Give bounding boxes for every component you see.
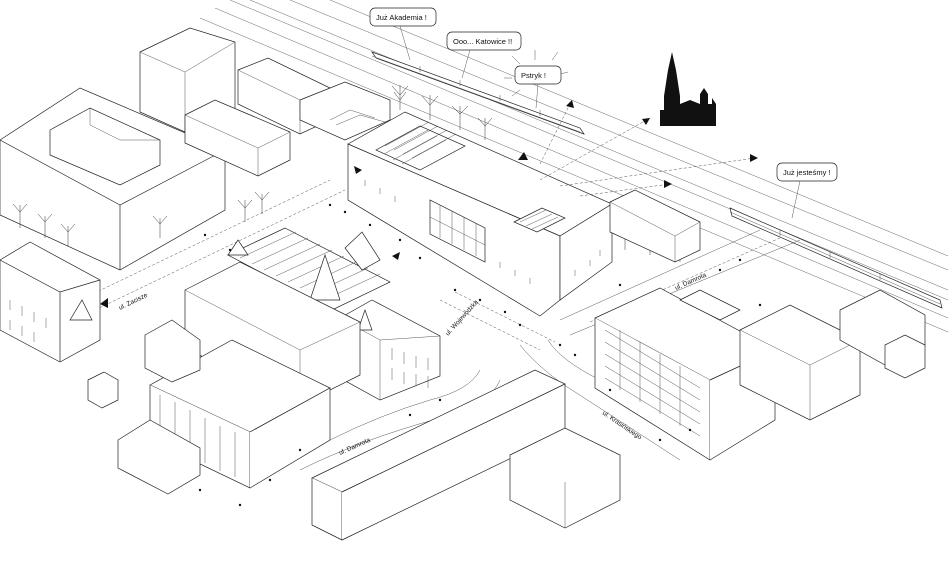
bubble-text-katowice: Ooo... Katowice !!	[453, 37, 512, 46]
building-main-academy	[347, 111, 613, 317]
cathedral-silhouette-icon	[660, 52, 716, 126]
building-courtyard-left	[0, 27, 236, 271]
building-bottom-long	[311, 369, 621, 541]
street-label-zacisze: ul. Zacisze	[118, 292, 149, 312]
bubble-text-akademia: Już Akademia !	[376, 13, 427, 22]
street-label-damrota-right: ul. Damrota	[674, 272, 708, 292]
camera-flash-icon	[504, 50, 569, 97]
buildings-far-right	[609, 189, 926, 421]
trees-left-street	[12, 179, 346, 311]
street-label-wojewodzka: ul. Wojewódzka	[444, 299, 480, 338]
bubble-text-jestesmy: Już jesteśmy !	[783, 168, 831, 177]
building-old-left	[0, 241, 101, 363]
train-upper	[371, 51, 585, 135]
people-figures	[198, 203, 762, 507]
building-church	[227, 227, 441, 401]
speech-bubble-akademia: Już Akademia !	[369, 7, 437, 61]
view-arrows	[100, 100, 758, 308]
speech-bubble-katowice: Ooo... Katowice !!	[446, 31, 522, 79]
speech-bubble-pstryk: Pstryk !	[514, 65, 562, 109]
buildings-upper-centre	[184, 57, 391, 177]
speech-bubble-jestesmy: Już jesteśmy !	[776, 162, 838, 219]
railway-tracks	[199, 0, 948, 333]
bubble-text-pstryk: Pstryk !	[521, 71, 546, 80]
train-lower	[729, 207, 943, 309]
street-label-krasinskiego: ul. Krasińskiego	[601, 410, 643, 442]
building-hall	[87, 261, 361, 495]
